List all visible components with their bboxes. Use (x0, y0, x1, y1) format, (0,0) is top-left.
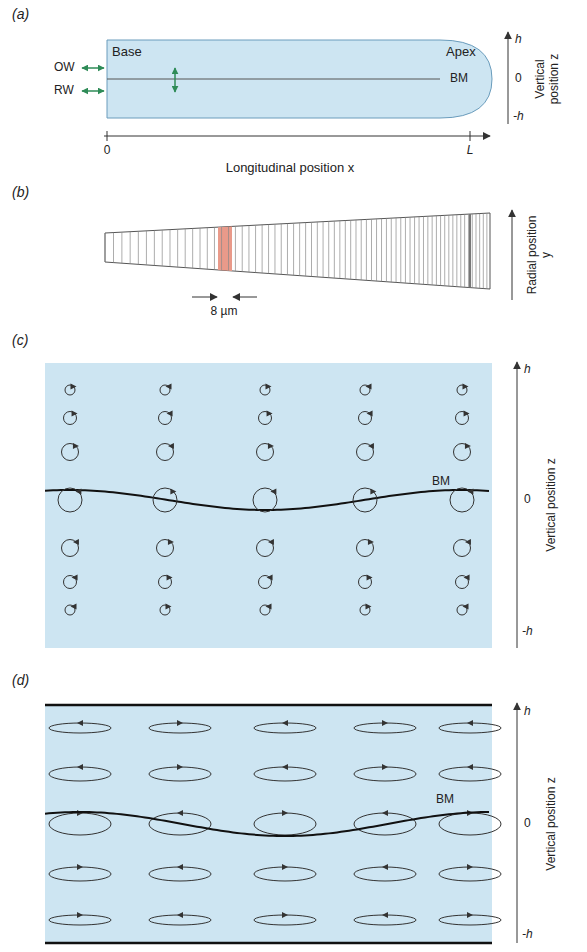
basilar-membrane (107, 79, 440, 80)
axis-tick-label: -h (522, 625, 533, 639)
axis-tick-label: 0 (515, 72, 522, 86)
y-axis (512, 210, 513, 300)
part-label: BM (450, 72, 468, 86)
oval-window-arrow (82, 67, 104, 69)
radial-fibres (105, 213, 490, 289)
panel-letter: (b) (12, 184, 29, 200)
axis-tick (107, 131, 108, 141)
basilar-membrane (45, 812, 489, 836)
axis-tick-label: 0 (104, 144, 111, 158)
panel-letter: (a) (12, 6, 29, 22)
part-label: OW (54, 61, 75, 75)
round-window-arrow (82, 90, 104, 92)
axis-tick-label: L (467, 144, 474, 158)
x-axis (104, 136, 490, 137)
axis-title: Vertical position z (534, 39, 562, 119)
axis-tick-label: h (515, 33, 522, 47)
particle-orbits (58, 384, 474, 616)
panel-letter: (d) (12, 672, 29, 688)
axis-title: Longitudinal position x (226, 161, 355, 176)
radial-fibre (469, 214, 471, 288)
part-label: RW (54, 84, 74, 98)
z-axis (508, 32, 509, 124)
axis-tick-label: -h (513, 110, 524, 124)
axis-tick-label: -h (522, 928, 533, 942)
basilar-membrane (45, 490, 489, 510)
axis-title: Vertical position z (545, 777, 559, 870)
axis-tick-label: h (524, 705, 531, 719)
axis-tick-label: 0 (524, 493, 531, 507)
fluid-region (45, 363, 492, 648)
region-label: Apex (446, 45, 476, 60)
axis-tick-label: h (524, 363, 531, 377)
part-label: BM (432, 475, 450, 489)
dimension-arrow (233, 297, 257, 298)
dimension-label: 8 µm (211, 305, 238, 319)
axis-tick-label: 0 (524, 817, 531, 831)
rigid-wall (45, 704, 492, 707)
fluid-region (45, 705, 492, 943)
axis-title: Vertical position z (545, 458, 559, 551)
region-label: Base (112, 45, 142, 60)
panel-letter: (c) (12, 332, 28, 348)
cochlea-duct (107, 40, 492, 118)
axis-tick (470, 131, 471, 141)
membrane-motion-arrow (174, 68, 176, 92)
axis-title: Radial position y (526, 215, 554, 295)
z-axis (517, 362, 518, 648)
particle-orbits (49, 720, 501, 925)
part-label: BM (436, 793, 454, 807)
z-axis (517, 703, 518, 943)
rigid-wall (45, 942, 492, 945)
dimension-arrow (192, 297, 217, 298)
